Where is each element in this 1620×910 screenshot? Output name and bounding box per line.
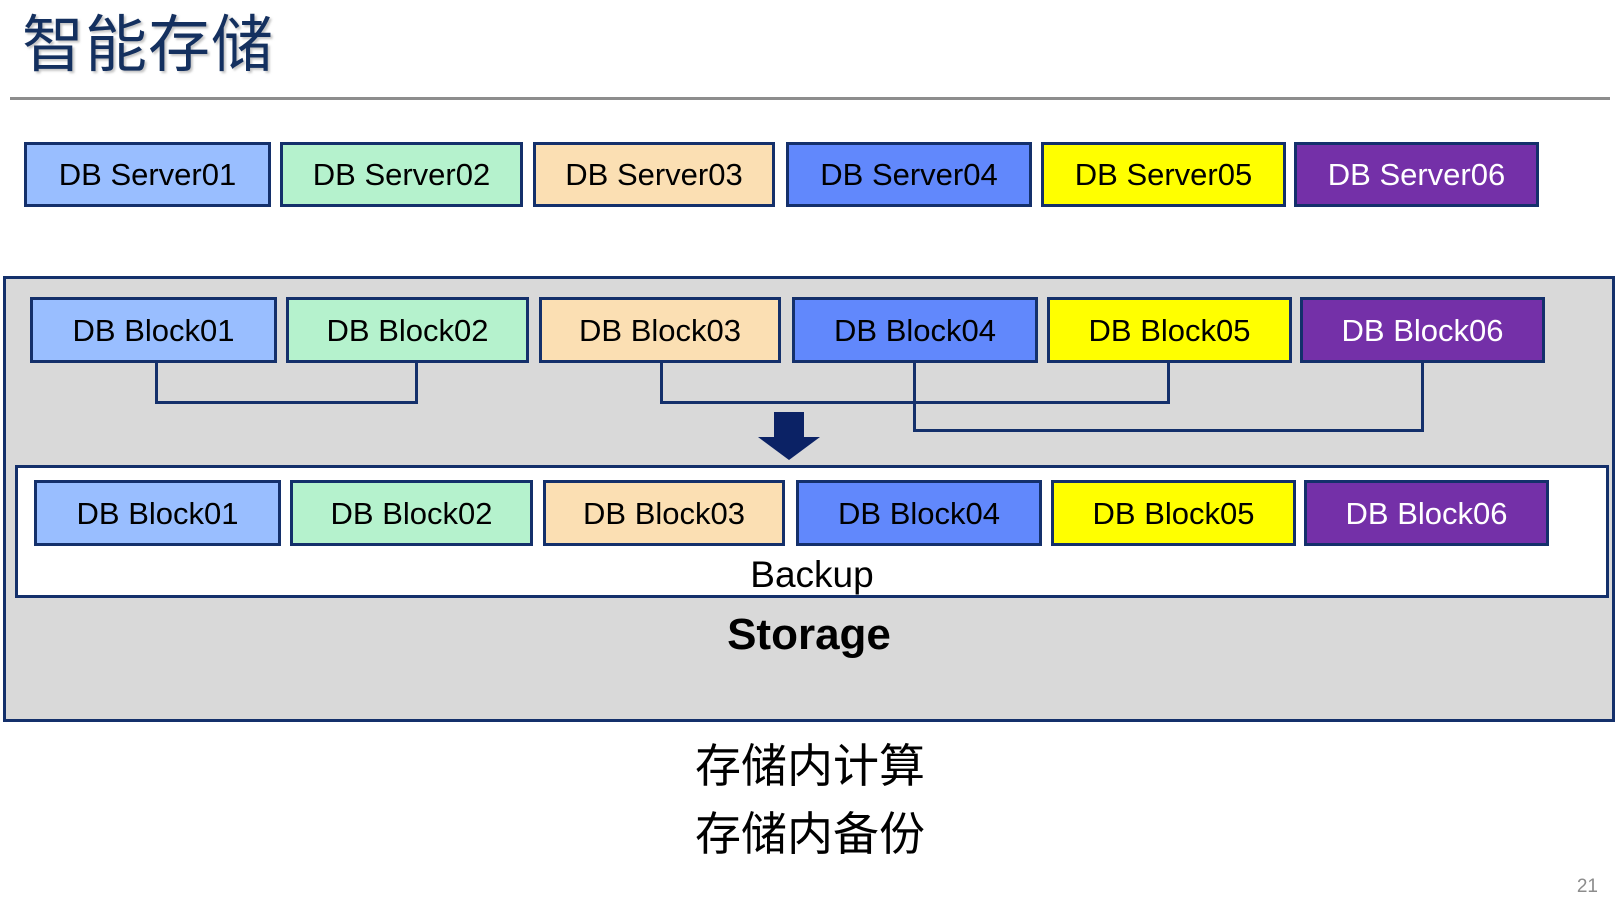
- connector-block01-block02: [155, 363, 418, 404]
- arrow-shaft: [774, 412, 804, 438]
- db-block-backup-box-4[interactable]: DB Block04: [796, 480, 1042, 546]
- db-server-box-5[interactable]: DB Server05: [1041, 142, 1286, 207]
- db-block-box-label: DB Block06: [1341, 312, 1504, 348]
- db-block-box-label: DB Block02: [326, 312, 489, 348]
- db-server-box-label: DB Server02: [312, 157, 491, 192]
- title-divider: [10, 97, 1610, 100]
- db-block-backup-box-label: DB Block05: [1092, 495, 1255, 531]
- connector-block04-block06: [913, 363, 1424, 432]
- flow-down-arrow: [758, 412, 820, 460]
- db-block-box-label: DB Block03: [579, 312, 741, 348]
- db-block-backup-box-label: DB Block02: [330, 495, 493, 531]
- db-block-box-2[interactable]: DB Block02: [286, 297, 529, 363]
- db-server-box-1[interactable]: DB Server01: [24, 142, 271, 207]
- db-block-box-label: DB Block01: [72, 312, 235, 348]
- db-server-box-label: DB Server06: [1327, 157, 1506, 192]
- db-block-backup-box-label: DB Block01: [76, 495, 239, 531]
- page-title: 智能存储: [22, 11, 275, 80]
- caption-in-storage-backup: 存储内备份: [695, 808, 925, 860]
- db-server-box-3[interactable]: DB Server03: [533, 142, 775, 207]
- db-block-backup-box-6[interactable]: DB Block06: [1304, 480, 1549, 546]
- db-block-box-4[interactable]: DB Block04: [792, 297, 1038, 363]
- db-block-box-5[interactable]: DB Block05: [1047, 297, 1292, 363]
- db-server-box-label: DB Server01: [58, 157, 237, 192]
- db-block-box-3[interactable]: DB Block03: [539, 297, 781, 363]
- db-block-backup-box-5[interactable]: DB Block05: [1051, 480, 1296, 546]
- db-block-backup-box-1[interactable]: DB Block01: [34, 480, 281, 546]
- db-server-box-label: DB Server04: [820, 157, 998, 192]
- db-server-box-6[interactable]: DB Server06: [1294, 142, 1539, 207]
- page-number: 21: [1576, 876, 1598, 897]
- db-block-backup-box-3[interactable]: DB Block03: [543, 480, 785, 546]
- storage-label: Storage: [727, 610, 891, 659]
- storage-panel: DB Block01 DB Block02 DB Block03 DB Block04…: [3, 276, 1615, 722]
- db-block-backup-box-label: DB Block03: [583, 495, 745, 531]
- db-block-box-6[interactable]: DB Block06: [1300, 297, 1545, 363]
- db-server-box-2[interactable]: DB Server02: [280, 142, 523, 207]
- caption-in-storage-compute: 存储内计算: [695, 740, 925, 792]
- arrow-head: [758, 437, 820, 460]
- db-server-box-label: DB Server05: [1074, 157, 1253, 192]
- db-server-box-label: DB Server03: [565, 157, 743, 192]
- db-block-box-label: DB Block04: [834, 312, 996, 348]
- db-block-backup-box-2[interactable]: DB Block02: [290, 480, 533, 546]
- db-block-box-1[interactable]: DB Block01: [30, 297, 277, 363]
- db-block-box-label: DB Block05: [1088, 312, 1251, 348]
- db-server-box-4[interactable]: DB Server04: [786, 142, 1032, 207]
- db-block-backup-box-label: DB Block04: [838, 495, 1000, 531]
- backup-label: Backup: [750, 554, 874, 595]
- db-block-backup-box-label: DB Block06: [1345, 495, 1508, 531]
- backup-panel: DB Block01 DB Block02 DB Block03 DB Block04…: [15, 465, 1609, 598]
